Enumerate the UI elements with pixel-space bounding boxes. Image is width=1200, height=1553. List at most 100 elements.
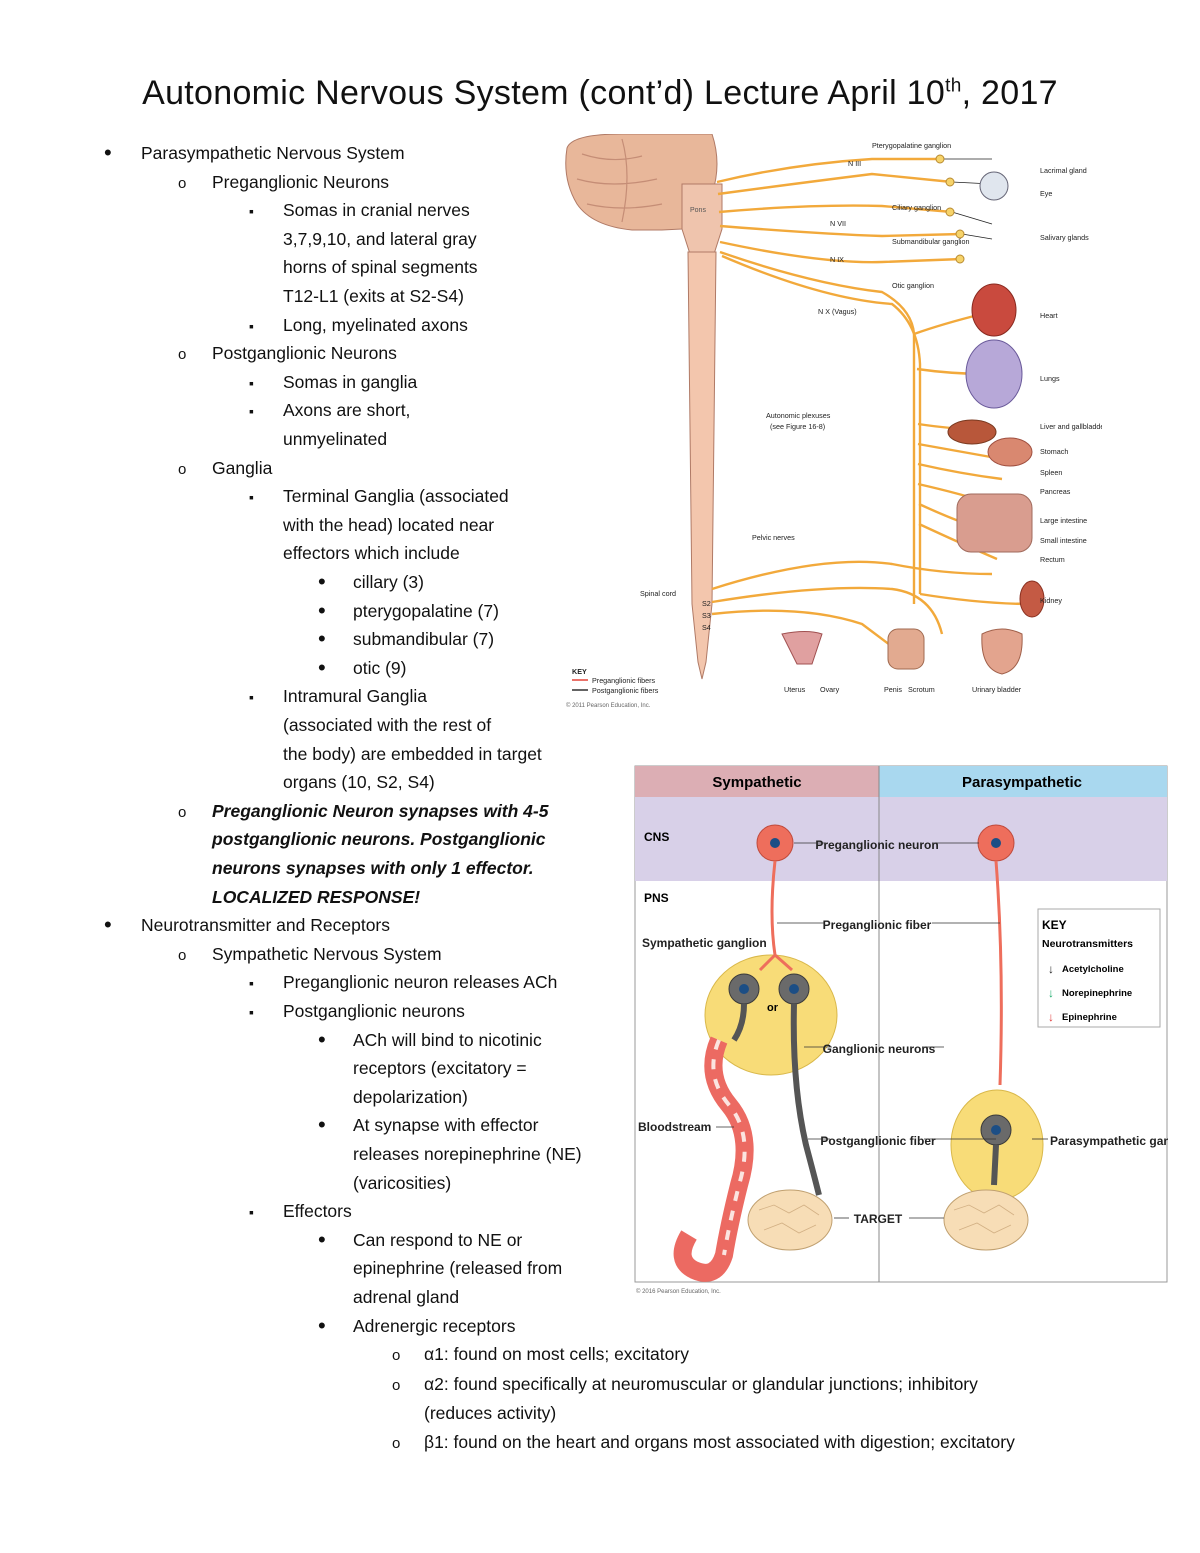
svg-text:Spleen: Spleen [1040, 468, 1062, 477]
note-line: Terminal Ganglia (associated [283, 486, 509, 507]
note-line: Postganglionic Neurons [212, 343, 397, 364]
note-line: 3,7,9,10, and lateral gray [283, 228, 477, 249]
note-line: Preganglionic Neuron synapses with 4-5 [212, 800, 549, 821]
bullet-icon [318, 654, 326, 683]
symp-header [635, 766, 879, 797]
svg-text:Ciliary ganglion: Ciliary ganglion [892, 203, 941, 212]
bullet-icon [249, 311, 254, 340]
bullet-icon [318, 1226, 326, 1255]
note-line: Neurotransmitter and Receptors [141, 915, 390, 936]
bullet-icon [249, 396, 254, 425]
svg-text:S4: S4 [702, 623, 711, 632]
stomach-organ [987, 437, 1033, 467]
para-target [943, 1189, 1029, 1251]
svg-text:Pancreas: Pancreas [1040, 487, 1071, 496]
bullet-icon [249, 368, 254, 397]
svg-text:Pterygopalatine ganglion: Pterygopalatine ganglion [872, 141, 951, 150]
note-line: Postganglionic neurons [283, 1001, 465, 1021]
svg-text:S2: S2 [702, 599, 711, 608]
svg-text:Preganglionic fibers: Preganglionic fibers [592, 676, 656, 685]
note-line: neurons synapses with only 1 effector. [212, 858, 534, 878]
liver-organ [947, 419, 997, 445]
key-box [1037, 908, 1161, 1028]
svg-text:Sympathetic: Sympathetic [712, 774, 801, 791]
svg-text:Kidney: Kidney [1040, 596, 1062, 605]
note-line: postganglionic neurons. Postganglionic [212, 829, 546, 850]
bullet-icon [249, 997, 254, 1026]
note-line: Long, myelinated axons [283, 314, 468, 335]
note-line: unmyelinated [283, 429, 388, 449]
note-line: α1: found on most cells; excitatory [424, 1344, 689, 1365]
bullet-icon [178, 168, 186, 198]
bullet-icon [318, 597, 326, 626]
note-line: Ganglia [212, 457, 273, 478]
bullet-icon [318, 1026, 326, 1055]
note-line: ACh will bind to nicotinic [353, 1029, 542, 1050]
bullet-icon [392, 1428, 400, 1458]
note-line: β1: found on the heart and organs most a… [424, 1432, 1015, 1453]
intestines-organ [956, 493, 1033, 553]
svg-text:Acetylcholine: Acetylcholine [1062, 964, 1124, 975]
svg-text:Parasympathetic: Parasympathetic [962, 774, 1082, 791]
bullet-icon [318, 1111, 326, 1140]
svg-text:Submandibular ganglion: Submandibular ganglion [892, 237, 970, 246]
note-line: Preganglionic neuron releases ACh [283, 972, 558, 993]
bullet-icon [178, 797, 186, 827]
svg-text:© 2016 Pearson Education, Inc.: © 2016 Pearson Education, Inc. [636, 1288, 721, 1295]
eye-organ [979, 171, 1009, 201]
bullet-icon [178, 339, 186, 369]
bullet-icon [178, 940, 186, 970]
heart-organ [971, 283, 1017, 337]
note-line: epinephrine (released from [353, 1258, 563, 1279]
note-line: (reduces activity) [424, 1402, 557, 1423]
svg-text:Lacrimal gland: Lacrimal gland [1040, 166, 1087, 175]
svg-text:Stomach: Stomach [1040, 447, 1068, 456]
note-line: cillary (3) [353, 572, 424, 592]
svg-text:Bloodstream: Bloodstream [638, 1120, 711, 1134]
svg-text:Postganglionic fiber: Postganglionic fiber [820, 1134, 936, 1148]
svg-text:KEY: KEY [572, 667, 587, 676]
svg-text:Lungs: Lungs [1040, 374, 1060, 383]
svg-text:Large intestine: Large intestine [1040, 516, 1087, 525]
bullet-icon [249, 482, 254, 511]
svg-text:S3: S3 [702, 611, 711, 620]
svg-text:Preganglionic neuron: Preganglionic neuron [815, 838, 938, 852]
svg-text:Uterus: Uterus [784, 685, 806, 694]
svg-text:CNS: CNS [644, 830, 669, 844]
svg-text:Preganglionic fiber: Preganglionic fiber [823, 918, 932, 932]
svg-text:Small intestine: Small intestine [1040, 536, 1087, 545]
spinal-cord [687, 251, 717, 680]
svg-text:Spinal cord: Spinal cord [640, 589, 676, 598]
note-line: otic (9) [353, 657, 407, 678]
svg-text:Otic ganglion: Otic ganglion [892, 281, 934, 290]
note-line: Sympathetic Nervous System [212, 943, 442, 964]
bullet-icon [249, 682, 254, 711]
para-header [879, 766, 1167, 797]
svg-text:Pelvic nerves: Pelvic nerves [752, 533, 795, 542]
svg-text:Ovary: Ovary [820, 685, 840, 694]
svg-text:(see Figure 16-8): (see Figure 16-8) [770, 422, 825, 431]
svg-text:Eye: Eye [1040, 189, 1052, 198]
svg-text:Parasympathetic ganglion: Parasympathetic ganglion [1050, 1134, 1168, 1148]
bullet-icon [249, 968, 254, 997]
parasympathetic-pathways-figure: Pons Pterygo [565, 134, 1102, 709]
kidney-organ [1019, 580, 1045, 618]
svg-text:Epinephrine: Epinephrine [1062, 1012, 1117, 1023]
page-title: Autonomic Nervous System (cont’d) Lectur… [142, 74, 1058, 112]
svg-text:Salivary glands: Salivary glands [1040, 233, 1089, 242]
note-line: organs (10, S2, S4) [283, 772, 435, 793]
note-line: (varicosities) [353, 1172, 452, 1193]
bladder-organ [981, 628, 1023, 675]
svg-text:N X (Vagus): N X (Vagus) [818, 307, 857, 316]
svg-text:Rectum: Rectum [1040, 555, 1065, 564]
note-line: pterygopalatine (7) [353, 600, 499, 621]
svg-text:↓: ↓ [1048, 1010, 1054, 1024]
note-line: Preganglionic Neurons [212, 171, 390, 192]
uterus-organ [781, 631, 823, 665]
note-line: At synapse with effector [353, 1115, 539, 1136]
bullet-icon [318, 568, 326, 597]
svg-text:Postganglionic fibers: Postganglionic fibers [592, 686, 659, 695]
svg-text:Neurotransmitters: Neurotransmitters [1042, 938, 1133, 950]
svg-text:Scrotum: Scrotum [908, 685, 935, 694]
bullet-icon [104, 139, 112, 168]
